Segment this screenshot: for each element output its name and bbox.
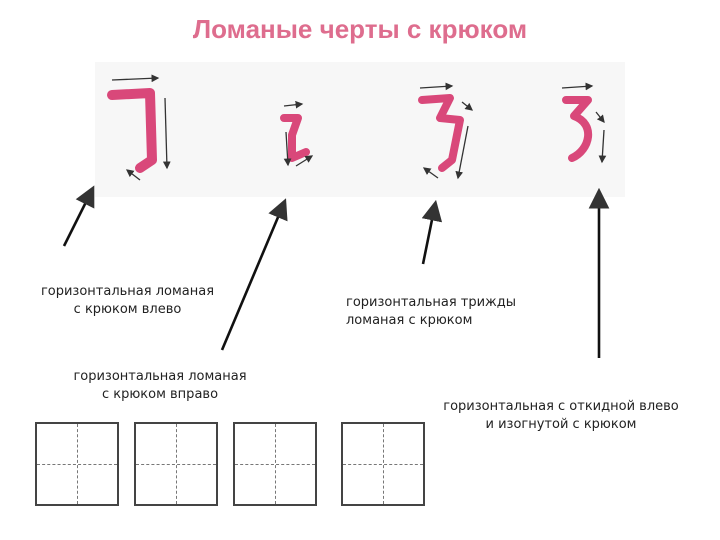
pointer-arrows — [62, 185, 610, 358]
label-triple: горизонтальная трижды ломаная с крюком — [346, 294, 546, 330]
label-right-hook-line1: горизонтальная ломаная — [73, 369, 247, 384]
stroke-throw-left — [562, 96, 593, 162]
label-right-hook: горизонтальная ломаная с крюком вправо — [60, 368, 260, 404]
stroke-right-hook — [280, 114, 310, 162]
label-triple-line1: горизонтальная трижды — [346, 295, 517, 310]
label-left-hook-line1: горизонтальная ломаная — [40, 284, 215, 299]
label-right-hook-line2: с крюком вправо — [101, 387, 219, 402]
stroke-triple — [418, 94, 464, 172]
label-left-hook: горизонтальная ломаная с крюком влево — [30, 283, 225, 319]
label-throw-left-line1: горизонтальная с откидной влево — [443, 399, 679, 414]
practice-grid — [233, 422, 317, 506]
practice-grid — [341, 422, 425, 506]
practice-grid — [35, 422, 119, 506]
page-title: Ломаные черты с крюком — [192, 14, 528, 44]
practice-grid — [134, 422, 218, 506]
label-throw-left-line2: и изогнутой с крюком — [485, 417, 637, 432]
strokes-image-panel — [95, 62, 625, 197]
label-left-hook-line2: с крюком влево — [73, 302, 182, 317]
stroke-left-hook — [107, 88, 157, 173]
label-throw-left: горизонтальная с откидной влево и изогну… — [428, 398, 694, 434]
label-triple-line2: ломаная с крюком — [346, 313, 473, 328]
